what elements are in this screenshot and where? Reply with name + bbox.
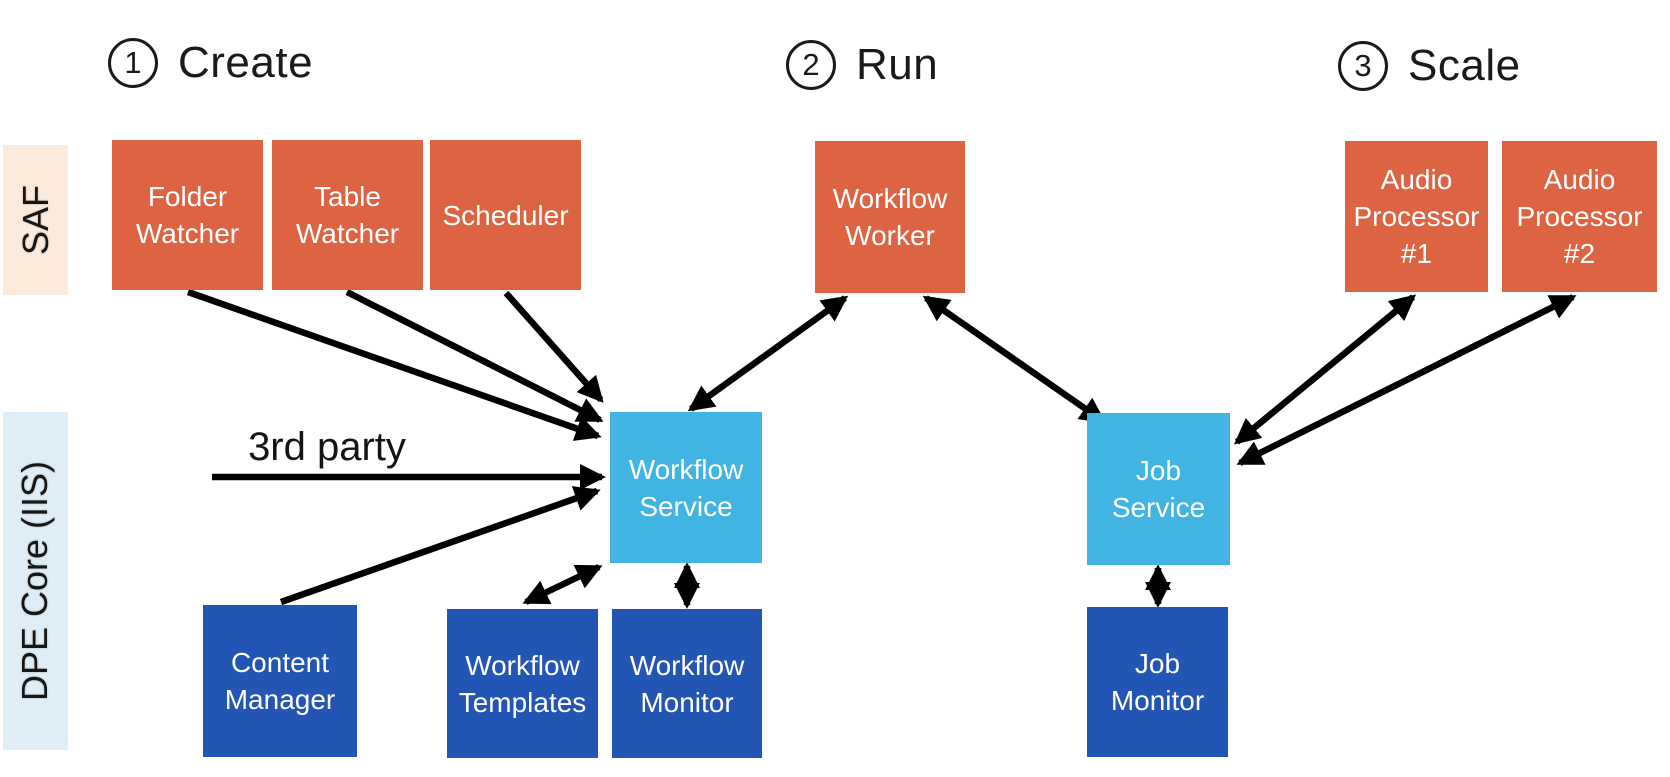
node-workflow-monitor: Workflow Monitor [612, 609, 762, 758]
arrow-folder-watcher-to-workflow-service [186, 288, 602, 441]
node-table-watcher-label: Table Watcher [295, 181, 400, 249]
node-folder-watcher: Folder Watcher [112, 140, 263, 290]
third-party-label: 3rd party [248, 425, 406, 469]
step-number-3-icon: 3 [1338, 41, 1388, 91]
node-audio-processor-2-label: Audio Processor #2 [1516, 164, 1643, 269]
arrow-content-manager-to-workflow-service [279, 486, 601, 606]
node-workflow-worker: Workflow Worker [815, 141, 965, 293]
step-number-2-icon: 2 [786, 40, 836, 90]
step-label-scale: Scale [1408, 41, 1521, 90]
node-content-manager-label: Content Manager [224, 647, 336, 715]
node-folder-watcher-label: Folder Watcher [135, 181, 240, 249]
node-workflow-worker-label: Workflow Worker [832, 183, 948, 251]
node-scheduler-label: Scheduler [442, 199, 569, 231]
node-job-monitor-label: Job Monitor [1110, 648, 1205, 716]
step-label-create: Create [178, 38, 314, 87]
step-heading-create: 1 Create [108, 38, 313, 88]
node-scheduler: Scheduler [430, 140, 581, 290]
node-workflow-service: Workflow Service [610, 412, 762, 563]
step-heading-run: 2 Run [786, 40, 938, 90]
node-workflow-monitor-label: Workflow Monitor [629, 649, 745, 718]
node-table-watcher: Table Watcher [272, 140, 423, 290]
step-label-run: Run [856, 40, 939, 89]
node-content-manager: Content Manager [203, 605, 357, 757]
node-workflow-templates: Workflow Templates [447, 609, 598, 758]
node-job-service: Job Service [1087, 413, 1230, 565]
node-audio-processor-1-label: Audio Processor #1 [1353, 164, 1480, 269]
arrow-workflow-worker-job-service [922, 295, 1107, 424]
arrow-scheduler-to-workflow-service [503, 290, 604, 403]
node-workflow-templates-label: Workflow Templates [458, 649, 587, 718]
node-audio-processor-2: Audio Processor #2 [1502, 141, 1657, 292]
arrow-workflow-service-workflow-templates [522, 564, 603, 605]
lane-dpe-core-iis: DPE Core (IIS) [3, 412, 68, 750]
node-job-monitor: Job Monitor [1087, 607, 1228, 757]
lane-saf: SAF [3, 145, 68, 295]
node-job-service-label: Job Service [1111, 455, 1206, 523]
node-audio-processor-1: Audio Processor #1 [1345, 141, 1488, 292]
arrow-table-watcher-to-workflow-service [345, 289, 604, 423]
arrow-job-service-audio-processor-2 [1236, 294, 1577, 466]
arrow-workflow-service-workflow-worker [687, 295, 849, 412]
step-heading-scale: 3 Scale [1338, 41, 1521, 91]
step-number-1-icon: 1 [108, 38, 158, 88]
node-workflow-service-label: Workflow Service [628, 453, 744, 522]
